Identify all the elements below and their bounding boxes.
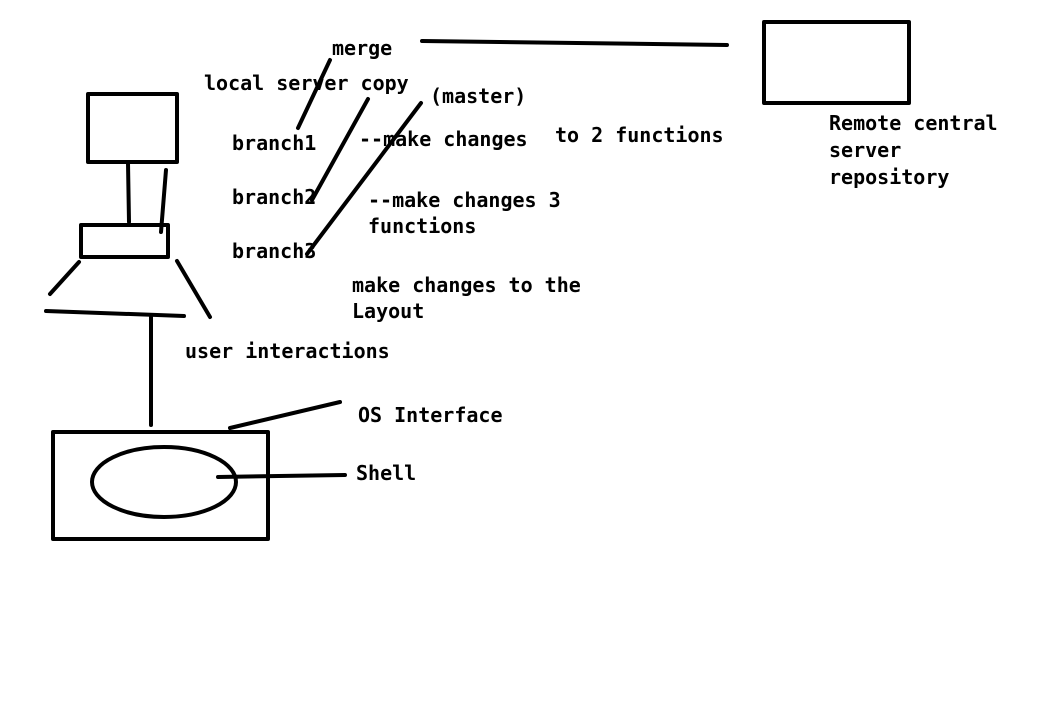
monitor-base-box — [79, 223, 170, 259]
os-interface-pointer-line — [228, 400, 342, 430]
merge-label: merge — [332, 36, 393, 60]
monitor-stand-left — [126, 161, 131, 224]
remote-repository-label-line2: server — [829, 138, 902, 162]
keyboard-bottom-edge — [44, 309, 186, 318]
shell-label: Shell — [356, 461, 417, 485]
changes-3-functions-label-line1: --make changes 3 — [368, 188, 561, 212]
master-label: (master) — [430, 84, 527, 108]
remote-repository-box — [762, 20, 911, 105]
monitor-stand-right — [159, 168, 168, 234]
layout-changes-label-line1: make changes to the — [352, 273, 581, 297]
remote-repository-label-line3: repository — [829, 165, 950, 189]
keyboard-right-edge — [175, 259, 212, 319]
local-server-copy-label: local server copy — [204, 71, 409, 95]
changes-2-functions-label-part2: to 2 functions — [555, 123, 724, 147]
layout-changes-label-line2: Layout — [352, 299, 425, 323]
os-interface-box — [51, 430, 270, 541]
shell-pointer-line — [216, 473, 347, 479]
branch2-label: branch2 — [232, 185, 317, 209]
changes-3-functions-label-line2: functions — [368, 214, 477, 238]
monitor-box — [86, 92, 179, 164]
branch3-label: branch3 — [232, 239, 317, 263]
keyboard-left-edge — [48, 260, 81, 296]
branch1-label: branch1 — [232, 131, 317, 155]
user-interactions-label: user interactions — [185, 339, 390, 363]
branch1-merge-line — [296, 58, 332, 130]
changes-2-functions-label-part1: --make changes — [359, 127, 528, 151]
shell-ellipse — [90, 445, 238, 519]
branch2-merge-line — [310, 97, 370, 202]
remote-repository-label-line1: Remote central — [829, 111, 998, 135]
branch3-merge-line — [305, 101, 423, 256]
merge-to-remote-line — [420, 39, 729, 47]
os-interface-label: OS Interface — [358, 403, 503, 427]
